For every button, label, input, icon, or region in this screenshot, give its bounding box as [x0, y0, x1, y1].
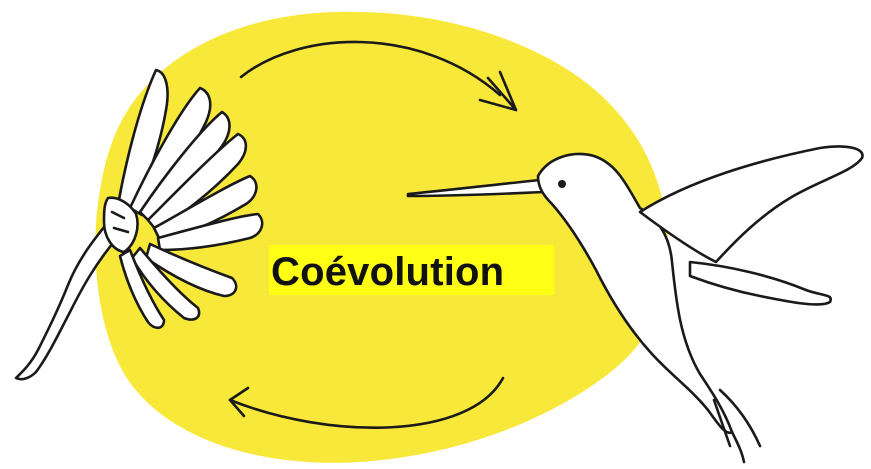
bird-eye [558, 180, 566, 188]
diagram-title: Coévolution [269, 246, 506, 296]
